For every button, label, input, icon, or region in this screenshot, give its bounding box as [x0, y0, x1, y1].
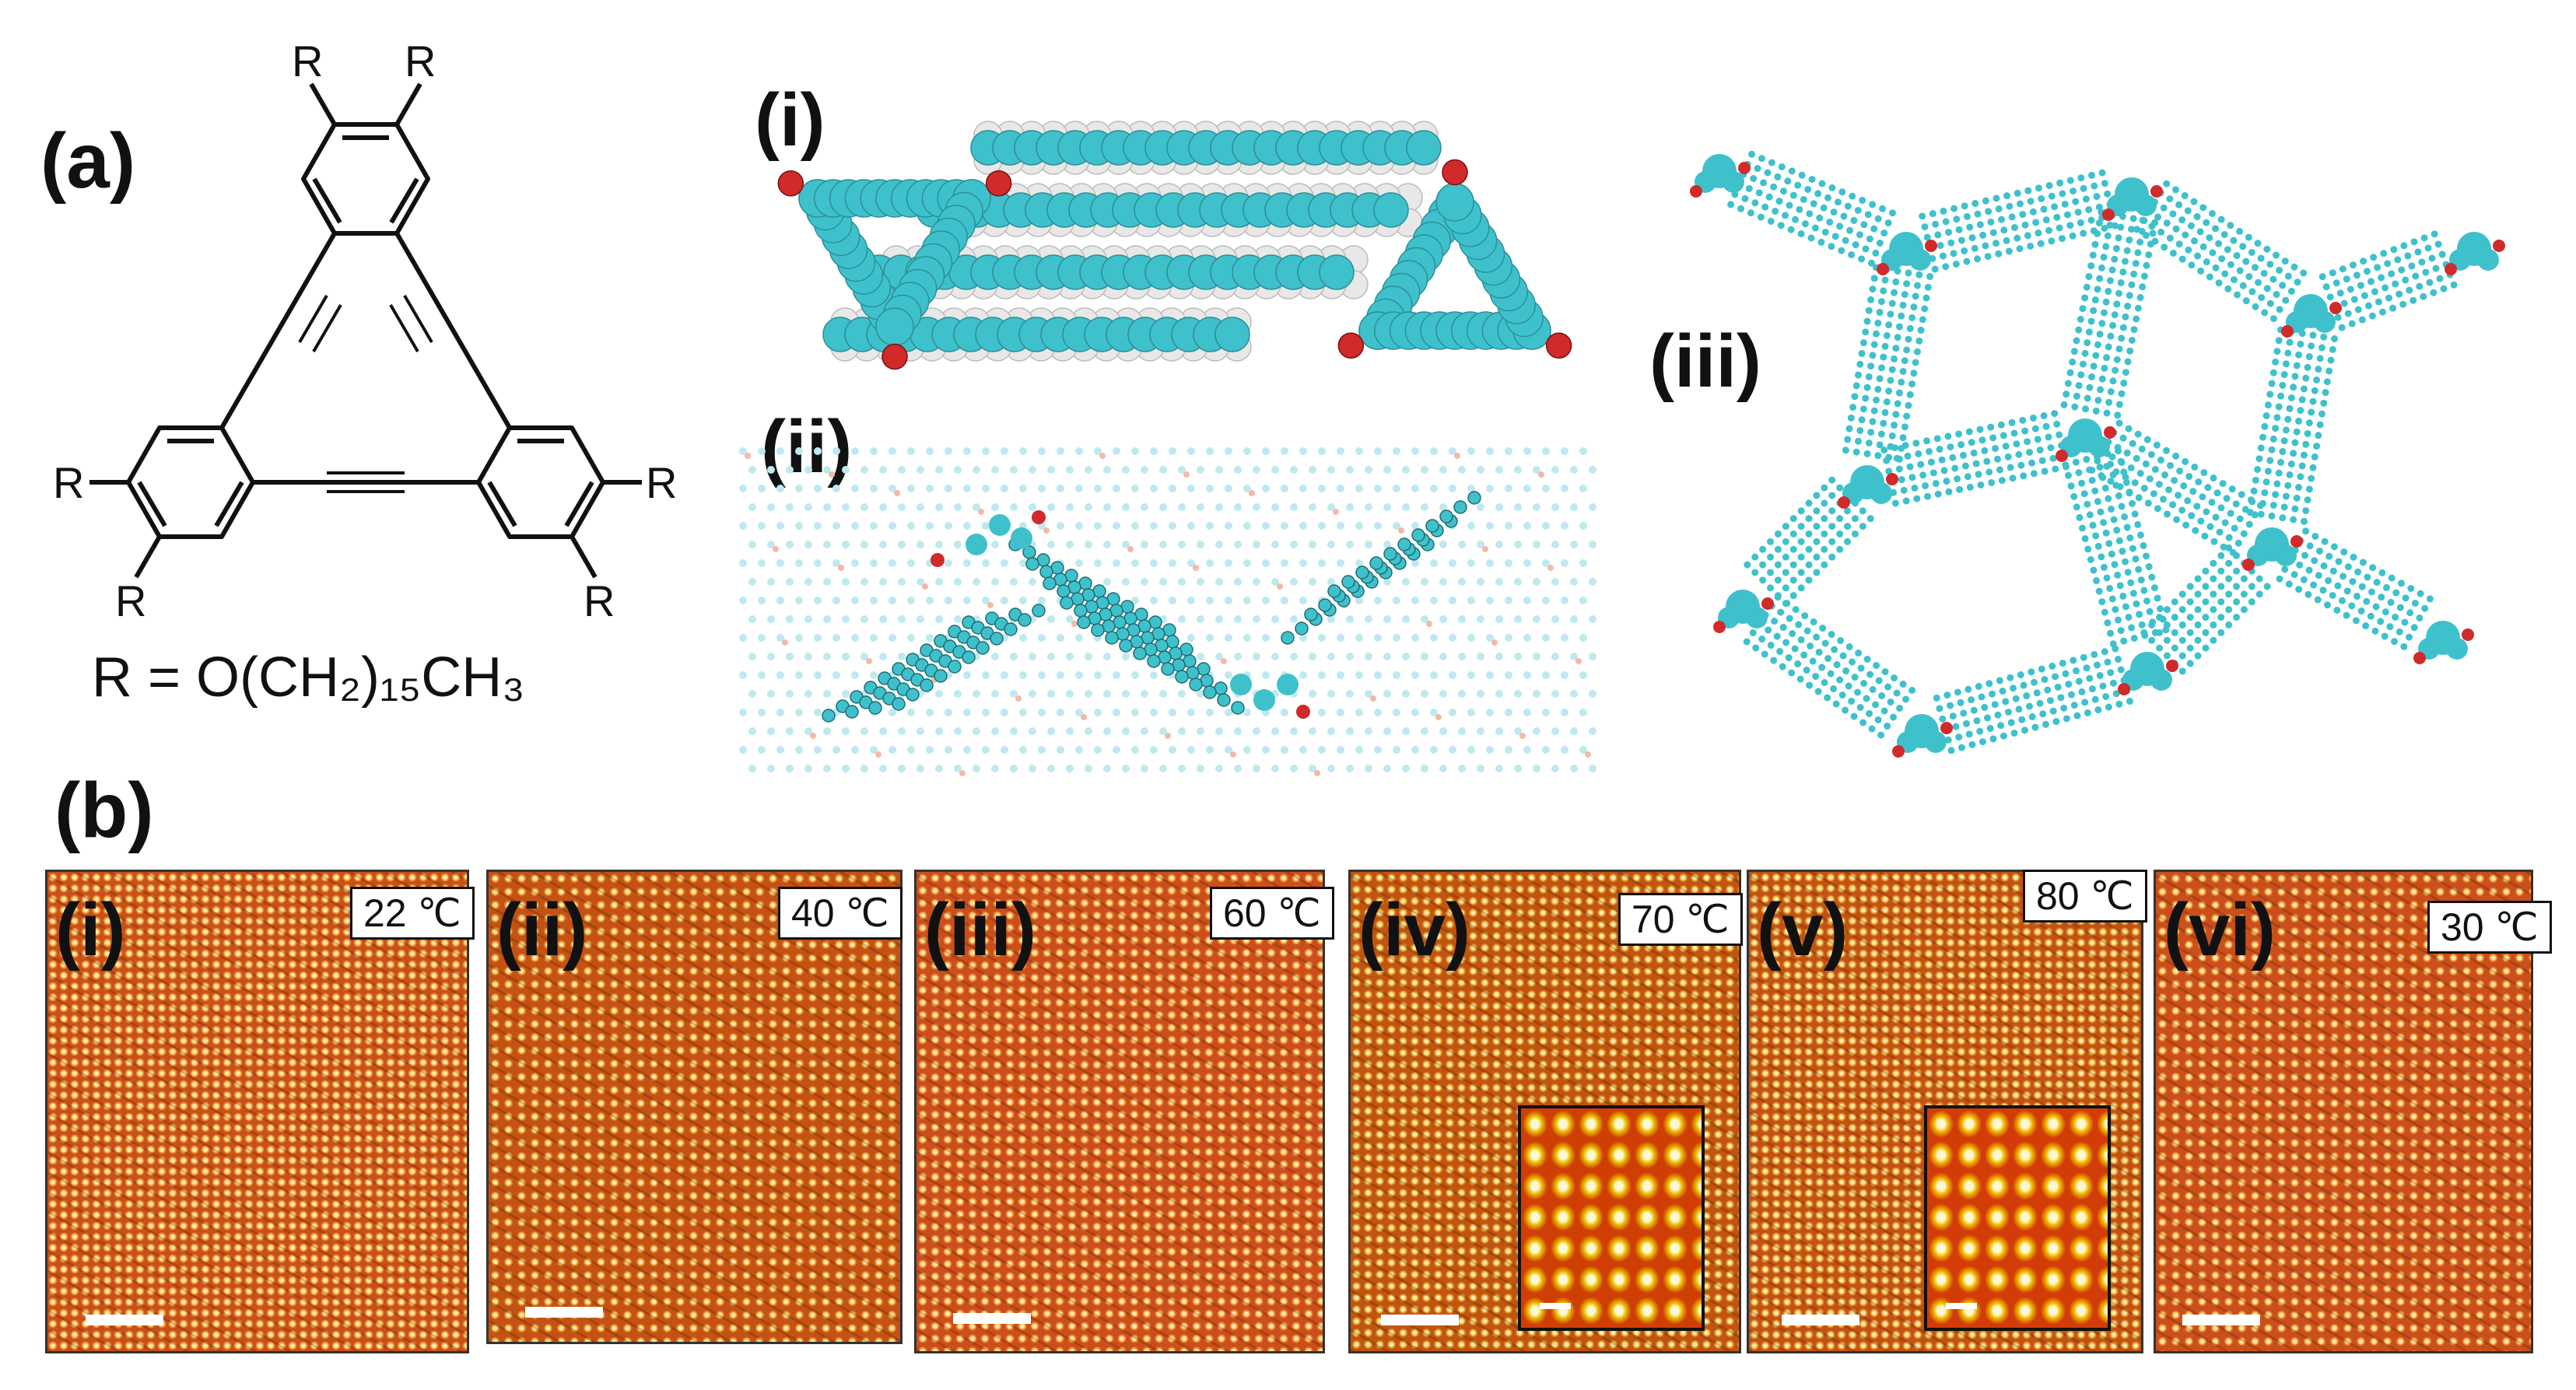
panel-b-label: (b) — [54, 767, 154, 854]
stm-image-4: (iv) — [1348, 870, 1741, 1353]
r-label-bottom-right: R — [584, 576, 615, 625]
stm-image-1: (i) — [45, 870, 469, 1353]
scale-bar — [2182, 1315, 2260, 1325]
model-label-i: (i) — [755, 79, 825, 162]
inset-scale-bar — [1540, 1303, 1571, 1309]
r-group-formula: R = O(CH₂)₁₅CH₃ — [92, 646, 525, 709]
triangle-molecule-structure: R R R R R R — [53, 37, 677, 625]
temperature-label: 22 ℃ — [350, 887, 475, 940]
scale-bar — [1381, 1315, 1459, 1325]
scale-bar — [86, 1315, 163, 1325]
stm-image-5: (v) — [1747, 870, 2143, 1353]
stm-zoom-inset — [1924, 1105, 2111, 1331]
space-filling-dimer-model — [777, 121, 1572, 370]
stm-image-label: (ii) — [496, 888, 588, 972]
stm-image-label: (iv) — [1358, 888, 1470, 972]
temperature-label: 40 ℃ — [778, 887, 902, 940]
model-label-ii: (ii) — [761, 405, 853, 488]
temperature-label: 60 ℃ — [1210, 887, 1334, 940]
r-label-bottom-left: R — [115, 576, 146, 625]
stm-image-label: (iii) — [924, 888, 1036, 972]
temperature-label: 30 ℃ — [2427, 901, 2552, 954]
temperature-label: 70 ℃ — [1618, 893, 1743, 946]
r-label-right: R — [646, 458, 677, 507]
model-label-iii: (iii) — [1649, 320, 1761, 403]
r-label-top-right: R — [405, 37, 436, 86]
honeycomb-network-model — [1690, 150, 2505, 758]
scale-bar — [1782, 1315, 1859, 1325]
stm-image-label: (i) — [55, 888, 126, 972]
r-label-top-left: R — [292, 37, 323, 86]
inset-scale-bar — [1946, 1303, 1977, 1309]
panel-a-label: (a) — [40, 117, 136, 205]
monolayer-model-view — [739, 447, 1596, 776]
stm-image-label: (v) — [1757, 888, 1849, 972]
scale-bar — [525, 1307, 603, 1318]
r-label-left: R — [53, 458, 84, 507]
stm-image-2: (ii) — [486, 870, 902, 1344]
temperature-label: 80 ℃ — [2023, 870, 2147, 923]
stm-zoom-inset — [1518, 1105, 1705, 1331]
scale-bar — [953, 1313, 1031, 1324]
stm-image-3: (iii) — [914, 870, 1325, 1353]
stm-image-label: (vi) — [2164, 888, 2276, 972]
